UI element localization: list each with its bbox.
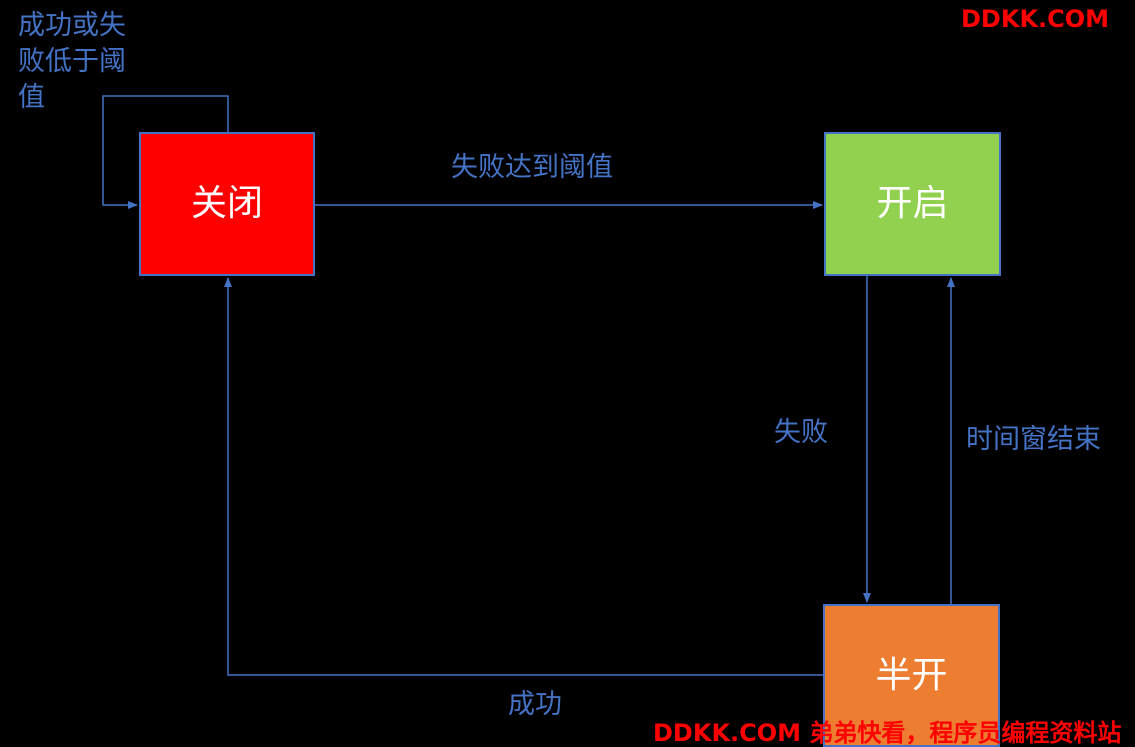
- state-open-node: 开启: [824, 132, 1001, 276]
- edge-closed-self-loop: [102, 95, 229, 209]
- state-closed-node: 关闭: [139, 132, 315, 276]
- state-closed-label: 关闭: [190, 183, 263, 224]
- state-open-label: 开启: [876, 183, 949, 224]
- transition-label-closed-to-open: 失败达到阈值: [451, 152, 613, 183]
- state-half-open-label: 半开: [875, 654, 948, 696]
- transition-label-closed-self: 成功或失败低于阈值: [18, 10, 126, 113]
- state-half-open-node: 半开: [823, 604, 1000, 747]
- transition-label-half-open-to-open: 时间窗结束: [966, 424, 1101, 455]
- edge-half-open-to-closed: [224, 277, 823, 676]
- watermark-top: DDKK.COM: [961, 5, 1110, 33]
- transition-label-half-open-to-closed: 成功: [508, 689, 562, 720]
- watermark-bottom: DDKK.COM 弟弟快看，程序员编程资料站: [653, 719, 1122, 747]
- transition-label-open-to-half-open: 失败: [774, 417, 828, 448]
